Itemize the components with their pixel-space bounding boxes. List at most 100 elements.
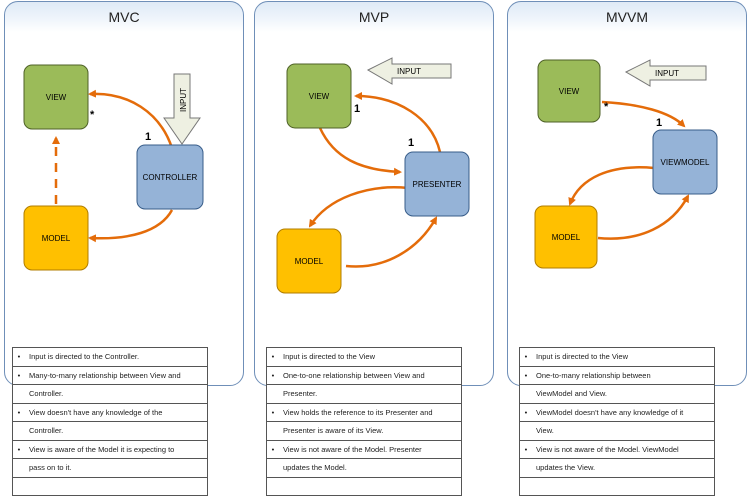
note-bullet [266, 458, 279, 478]
model-node-label: MODEL [552, 233, 581, 242]
input-label: INPUT [655, 69, 679, 78]
note-row: •Input is directed to the Controller. [12, 347, 208, 367]
panel-title: MVC [108, 9, 140, 25]
input-arrow: INPUT [163, 73, 201, 145]
note-text: Presenter. [279, 384, 462, 404]
presenter-to-model-arrow [308, 186, 409, 228]
note-bullet [12, 458, 25, 478]
model-node: MODEL [276, 228, 342, 294]
note-row: View. [519, 421, 715, 441]
view-multiplicity: 1 [354, 103, 360, 115]
note-bullet: • [266, 402, 279, 422]
mvvm-notes-table: •Input is directed to the View•One-to-ma… [519, 347, 715, 496]
note-row: •One-to-many relationship between [519, 365, 715, 385]
viewmodel-node-label: VIEWMODEL [661, 158, 710, 167]
note-text: View holds the reference to its Presente… [279, 402, 462, 422]
model-to-presenter-arrow [345, 216, 438, 268]
note-bullet [12, 421, 25, 441]
note-text [25, 476, 208, 496]
mvc-diagram: INPUT VIEW * CONTROLLER 1 MODEL [23, 64, 204, 271]
note-row: •View is not aware of the Model. Present… [266, 439, 462, 459]
note-bullet: • [12, 439, 25, 459]
controller-node-label: CONTROLLER [143, 173, 198, 182]
note-text: updates the Model. [279, 458, 462, 478]
note-bullet [519, 421, 532, 441]
note-row [266, 476, 462, 496]
presenter-node-label: PRESENTER [413, 180, 462, 189]
note-bullet [266, 476, 279, 496]
note-text: One-to-many relationship between [532, 365, 715, 385]
note-text: updates the View. [532, 458, 715, 478]
note-text: View doesn't have any knowledge of the [25, 402, 208, 422]
input-arrow: INPUT [624, 59, 707, 87]
mvvm-diagram: INPUT VIEW * VIEWMODEL 1 MODEL [534, 59, 718, 269]
note-bullet: • [519, 365, 532, 385]
note-row: •View is aware of the Model it is expect… [12, 439, 208, 459]
note-bullet [519, 384, 532, 404]
note-row: •Input is directed to the View [519, 347, 715, 367]
input-arrow: INPUT [366, 57, 452, 85]
view-node: VIEW [537, 59, 601, 123]
note-text: Many-to-many relationship between View a… [25, 365, 208, 385]
view-node-label: VIEW [559, 87, 580, 96]
note-row: ViewModel and View. [519, 384, 715, 404]
note-text: pass on to it. [25, 458, 208, 478]
note-row [12, 476, 208, 496]
note-bullet [266, 421, 279, 441]
controller-to-model-arrow [88, 209, 174, 243]
view-multiplicity: * [604, 101, 609, 113]
note-row: •Many-to-many relationship between View … [12, 365, 208, 385]
viewmodel-multiplicity: 1 [656, 117, 662, 129]
note-bullet: • [266, 439, 279, 459]
note-bullet [12, 384, 25, 404]
note-text: Controller. [25, 384, 208, 404]
model-node: MODEL [23, 205, 89, 271]
note-text: View. [532, 421, 715, 441]
presenter-to-view-arrow [354, 92, 442, 153]
view-to-viewmodel-arrow [601, 100, 686, 128]
view-node-label: VIEW [46, 93, 67, 102]
input-label: INPUT [179, 88, 188, 112]
note-bullet: • [519, 347, 532, 367]
note-text: Input is directed to the Controller. [25, 347, 208, 367]
mvp-notes-table: •Input is directed to the View•One-to-on… [266, 347, 462, 496]
controller-node: CONTROLLER [136, 144, 204, 210]
note-row: pass on to it. [12, 458, 208, 478]
view-multiplicity: * [90, 109, 95, 121]
input-label: INPUT [397, 67, 421, 76]
note-row: Controller. [12, 384, 208, 404]
note-bullet: • [266, 347, 279, 367]
note-bullet: • [12, 347, 25, 367]
panel-title: MVP [358, 9, 390, 25]
viewmodel-to-model-arrow [568, 166, 655, 206]
presenter-node: PRESENTER [404, 151, 470, 217]
note-row: Controller. [12, 421, 208, 441]
note-row: updates the View. [519, 458, 715, 478]
note-text: ViewModel and View. [532, 384, 715, 404]
controller-to-view-arrow [88, 89, 174, 149]
view-node-label: VIEW [309, 92, 330, 101]
controller-multiplicity: 1 [145, 131, 151, 143]
note-row: •View doesn't have any knowledge of the [12, 402, 208, 422]
presenter-multiplicity: 1 [408, 137, 414, 149]
mvc-notes-table: •Input is directed to the Controller.•Ma… [12, 347, 208, 496]
note-row: Presenter is aware of its View. [266, 421, 462, 441]
note-row: •One-to-one relationship between View an… [266, 365, 462, 385]
note-text: View is aware of the Model it is expecti… [25, 439, 208, 459]
model-node-label: MODEL [42, 234, 71, 243]
view-to-presenter-arrow [318, 127, 402, 176]
note-text: ViewModel doesn't have any knowledge of … [532, 402, 715, 422]
panel-title: MVVM [606, 9, 648, 25]
note-row: •ViewModel doesn't have any knowledge of… [519, 402, 715, 422]
note-text: One-to-one relationship between View and [279, 365, 462, 385]
note-bullet [519, 476, 532, 496]
note-text: View is not aware of the Model. Presente… [279, 439, 462, 459]
note-row: •View holds the reference to its Present… [266, 402, 462, 422]
note-text [532, 476, 715, 496]
note-text: Input is directed to the View [532, 347, 715, 367]
model-node-label: MODEL [295, 257, 324, 266]
note-bullet: • [12, 402, 25, 422]
note-text: Presenter is aware of its View. [279, 421, 462, 441]
viewmodel-node: VIEWMODEL [652, 129, 718, 195]
mvp-diagram: INPUT VIEW 1 PRESENTER 1 MODEL [276, 57, 470, 294]
